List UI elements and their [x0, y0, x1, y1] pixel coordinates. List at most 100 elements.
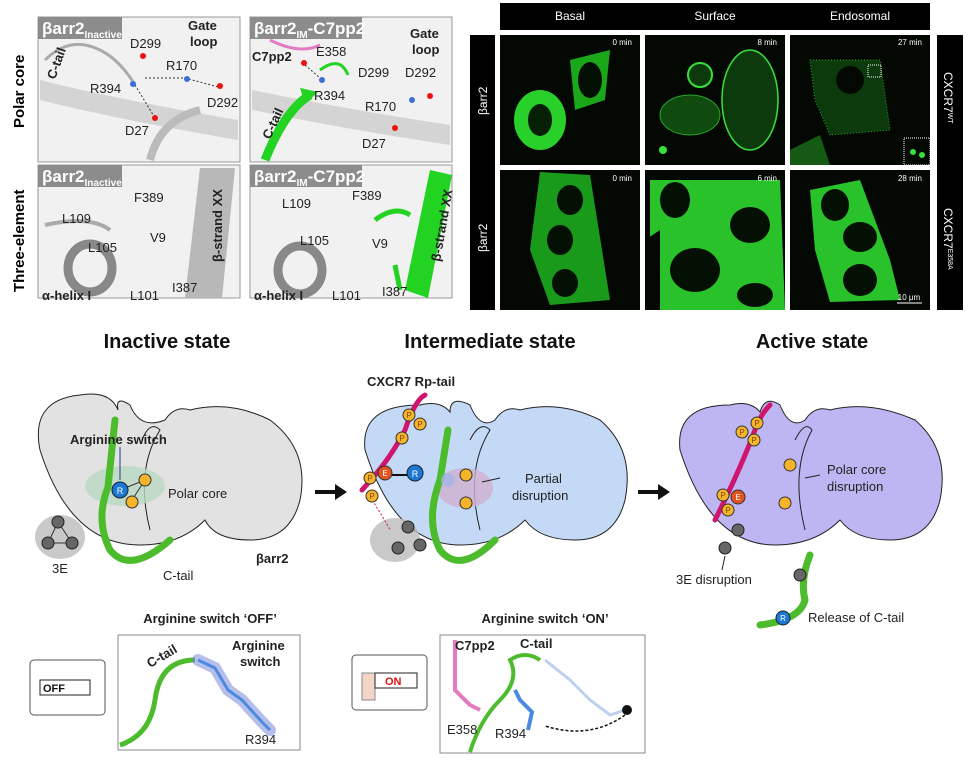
svg-text:P: P: [417, 420, 422, 429]
svg-text:Polar core: Polar core: [168, 486, 227, 501]
svg-text:F389: F389: [134, 190, 164, 205]
image-wt-surface: 8 min: [645, 35, 785, 165]
svg-text:V9: V9: [150, 230, 166, 245]
svg-text:P: P: [367, 474, 372, 483]
svg-text:Arginine: Arginine: [232, 638, 285, 653]
svg-text:βarr2: βarr2: [256, 551, 289, 566]
image-e358a-surface: 6 min: [645, 170, 785, 310]
svg-text:Arginine switch ‘ON’: Arginine switch ‘ON’: [481, 611, 608, 626]
svg-text:L109: L109: [62, 211, 91, 226]
svg-text:E: E: [382, 469, 387, 478]
svg-text:R394: R394: [245, 732, 276, 747]
panel-polar-core-inactive: βarr2Inactive Gate loop D299 R170 C-tail…: [37, 16, 241, 163]
svg-text:27 min: 27 min: [898, 38, 922, 47]
svg-text:R170: R170: [365, 99, 396, 114]
column-basal: Basal: [555, 9, 585, 23]
svg-text:R170: R170: [166, 58, 197, 73]
svg-text:disruption: disruption: [827, 479, 883, 494]
svg-text:P: P: [399, 434, 404, 443]
svg-text:P: P: [406, 411, 411, 420]
svg-text:C7pp2: C7pp2: [455, 638, 495, 653]
svg-text:CXCR7WT: CXCR7WT: [941, 72, 955, 124]
switch-on-inset: Arginine switch ‘ON’ ON C7pp2 C-tail E35…: [351, 611, 646, 754]
row-label-three-element: Three-element: [11, 189, 28, 292]
svg-text:R: R: [412, 469, 419, 479]
svg-text:Three-element: Three-element: [11, 189, 28, 292]
svg-text:D299: D299: [130, 36, 161, 51]
svg-text:E358: E358: [316, 44, 346, 59]
svg-text:P: P: [725, 506, 730, 515]
svg-text:I387: I387: [172, 280, 197, 295]
svg-text:α-helix I: α-helix I: [254, 288, 303, 303]
svg-text:D292: D292: [405, 65, 436, 80]
svg-text:switch: switch: [240, 654, 281, 669]
title-intermediate-state: Intermediate state: [404, 331, 575, 353]
svg-text:F389: F389: [352, 188, 382, 203]
svg-text:Release of C-tail: Release of C-tail: [808, 610, 904, 625]
svg-text:β-strand XX: β-strand XX: [210, 189, 225, 262]
svg-text:E358: E358: [447, 722, 477, 737]
svg-text:L101: L101: [130, 288, 159, 303]
svg-text:βarr2IM-C7pp2: βarr2IM-C7pp2: [254, 19, 365, 41]
svg-text:Polar core: Polar core: [11, 55, 28, 128]
svg-text:P: P: [369, 492, 374, 501]
svg-text:E: E: [735, 493, 740, 502]
svg-text:loop: loop: [412, 42, 439, 57]
svg-text:D299: D299: [358, 65, 389, 80]
svg-text:R394: R394: [90, 81, 121, 96]
svg-text:L101: L101: [332, 288, 361, 303]
svg-text:3E: 3E: [52, 561, 68, 576]
svg-text:P: P: [751, 436, 756, 445]
arrow-icon: [638, 484, 670, 500]
svg-text:α-helix I: α-helix I: [42, 288, 91, 303]
svg-text:3E disruption: 3E disruption: [676, 572, 752, 587]
panel-three-element-intermediate: βarr2IM-C7pp2 L109 F389 L105 V9 β-strand…: [249, 164, 456, 303]
svg-text:βarr2Inactive: βarr2Inactive: [42, 19, 122, 41]
svg-text:Partial: Partial: [525, 471, 562, 486]
svg-text:CXCR7 Rp-tail: CXCR7 Rp-tail: [367, 374, 455, 389]
panel-polar-core-intermediate: βarr2IM-C7pp2 Gate loop C7pp2 E358 D299 …: [249, 16, 453, 163]
svg-text:C7pp2: C7pp2: [252, 49, 292, 64]
svg-text:Polar core: Polar core: [827, 462, 886, 477]
svg-text:CXCR7E358A: CXCR7E358A: [941, 208, 955, 270]
svg-text:28 min: 28 min: [898, 174, 922, 183]
svg-text:Arginine switch: Arginine switch: [70, 432, 167, 447]
svg-text:Gate: Gate: [188, 18, 217, 33]
svg-text:I387: I387: [382, 284, 407, 299]
title-inactive-state: Inactive state: [104, 331, 231, 353]
svg-text:βarr2IM-C7pp2: βarr2IM-C7pp2: [254, 167, 365, 189]
svg-text:R: R: [117, 486, 124, 496]
svg-text:Gate: Gate: [410, 26, 439, 41]
image-e358a-endosomal: 10 μm 28 min: [790, 170, 930, 310]
image-wt-endosomal: 27 min: [790, 35, 931, 166]
svg-text:C-tail: C-tail: [520, 636, 553, 651]
svg-text:P: P: [739, 428, 744, 437]
svg-text:βarr2: βarr2: [476, 86, 490, 115]
svg-text:R394: R394: [314, 88, 345, 103]
column-header-bar: [500, 3, 930, 30]
row-label-polar-core: Polar core: [11, 55, 28, 128]
svg-text:βarr2Inactive: βarr2Inactive: [42, 167, 122, 189]
svg-text:V9: V9: [372, 236, 388, 251]
svg-text:6 min: 6 min: [757, 174, 777, 183]
svg-text:L109: L109: [282, 196, 311, 211]
microscopy-grid: Basal Surface Endosomal βarr2 βarr2 CXCR…: [470, 3, 963, 310]
svg-text:8 min: 8 min: [757, 38, 777, 47]
svg-text:D27: D27: [362, 136, 386, 151]
svg-text:disruption: disruption: [512, 488, 568, 503]
panel-three-element-inactive: βarr2Inactive F389 L109 V9 β-strand XX L…: [37, 164, 241, 303]
svg-text:D292: D292: [207, 95, 238, 110]
svg-text:βarr2: βarr2: [476, 223, 490, 252]
column-surface: Surface: [694, 9, 736, 23]
svg-text:Arginine switch ‘OFF’: Arginine switch ‘OFF’: [143, 611, 277, 626]
svg-text:C-tail: C-tail: [163, 568, 193, 583]
svg-text:L105: L105: [88, 240, 117, 255]
scale-bar-label: 10 μm: [898, 293, 921, 302]
diagram-inactive: R Arginine switch Polar core βarr2 3E C-…: [35, 393, 303, 583]
svg-text:R: R: [780, 614, 786, 623]
svg-text:0 min: 0 min: [612, 174, 632, 183]
svg-text:loop: loop: [190, 34, 217, 49]
